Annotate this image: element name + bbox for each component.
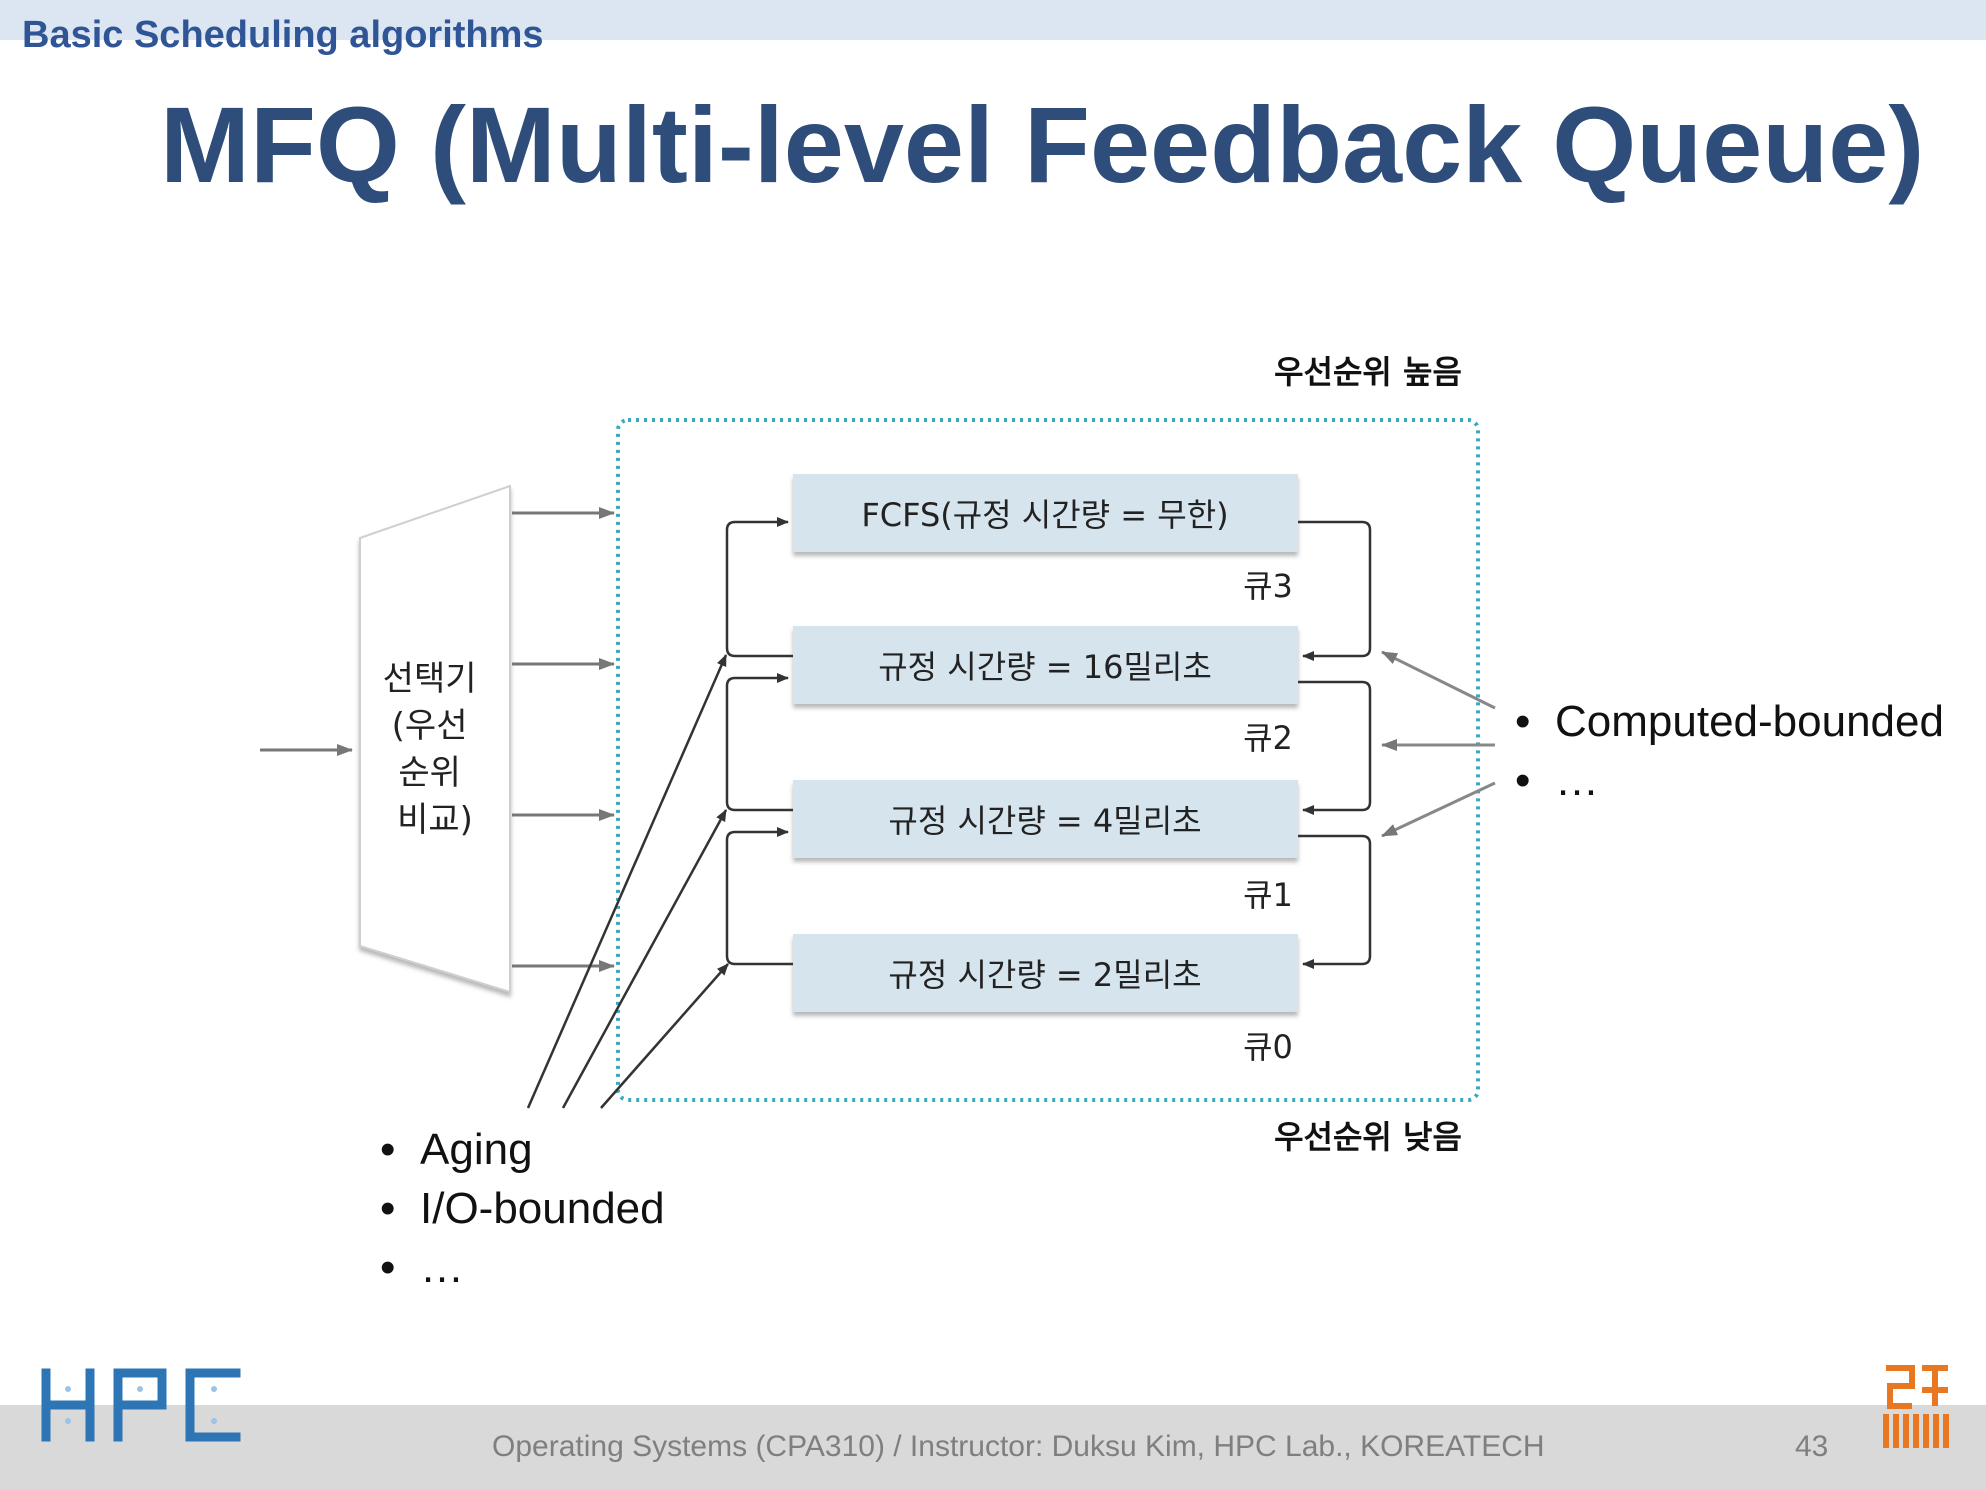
queue-label: FCFS(규정 시간량 = 무한) [861, 496, 1228, 534]
demote-arrow [1298, 834, 1372, 969]
queue-name: 큐3 [1243, 567, 1293, 605]
promote-arrow [725, 517, 793, 658]
selector-line: 선택기 [383, 659, 477, 699]
bullet-list-left: Aging I/O-bounded … [380, 1120, 665, 1297]
promote-arrow [725, 827, 793, 966]
selector-line: (우선 [392, 706, 468, 746]
queue-3: FCFS(규정 시간량 = 무한) 큐3 [793, 474, 1298, 605]
aging-arrow [600, 963, 729, 1109]
queue-name: 큐1 [1243, 876, 1293, 914]
queue-box [793, 780, 1298, 858]
page-title: MFQ (Multi-level Feedback Queue) [160, 84, 1925, 205]
queue-0: 규정 시간량 = 2밀리초 큐0 [793, 934, 1298, 1066]
queue-box [793, 626, 1298, 704]
queue-box [793, 474, 1298, 552]
selector-line: 비교) [397, 800, 473, 840]
hpc-logo [41, 1368, 241, 1442]
priority-high-label: 우선순위 높음 [1274, 353, 1462, 391]
page-number: 43 [1795, 1430, 1829, 1463]
bullet-item: … [1515, 751, 1944, 810]
mfq-diagram: 우선순위 높음 우선순위 낮음 선택기 (우선 순위 비교) FCFS(규정 시… [260, 353, 1496, 1156]
cpu-bound-arrow [1381, 781, 1496, 838]
queue-name: 큐2 [1243, 719, 1293, 757]
aging-arrow [561, 809, 728, 1109]
bullet-item: … [380, 1238, 665, 1297]
promote-arrow [725, 673, 793, 812]
footer-text: Operating Systems (CPA310) / Instructor:… [492, 1430, 1545, 1463]
koreatech-logo [1883, 1365, 1949, 1448]
queue-box [793, 934, 1298, 1012]
queue-2: 규정 시간량 = 16밀리초 큐2 [793, 626, 1298, 757]
queue-label: 규정 시간량 = 16밀리초 [878, 648, 1212, 686]
top-bar [0, 0, 1986, 40]
demote-arrow [1298, 680, 1372, 815]
bullet-item: Computed-bounded [1515, 692, 1944, 751]
priority-low-label: 우선순위 낮음 [1274, 1118, 1462, 1156]
queue-container [616, 418, 1480, 1102]
selector-label: 선택기 (우선 순위 비교) [383, 659, 488, 840]
queue-1: 규정 시간량 = 4밀리초 큐1 [793, 780, 1298, 914]
footer-bar [0, 1405, 1986, 1490]
aging-arrow [526, 654, 728, 1109]
section-title: Basic Scheduling algorithms [22, 14, 544, 56]
demote-arrow [1298, 520, 1372, 661]
bullet-item: Aging [380, 1120, 665, 1179]
bullet-item: I/O-bounded [380, 1179, 665, 1238]
cpu-bound-arrow [1381, 650, 1496, 710]
selector-line: 순위 [398, 753, 461, 793]
selector-block [359, 484, 511, 994]
queue-label: 규정 시간량 = 4밀리초 [888, 802, 1201, 840]
bullet-list-right: Computed-bounded … [1515, 692, 1944, 810]
queue-label: 규정 시간량 = 2밀리초 [888, 956, 1201, 994]
queue-name: 큐0 [1243, 1028, 1293, 1066]
